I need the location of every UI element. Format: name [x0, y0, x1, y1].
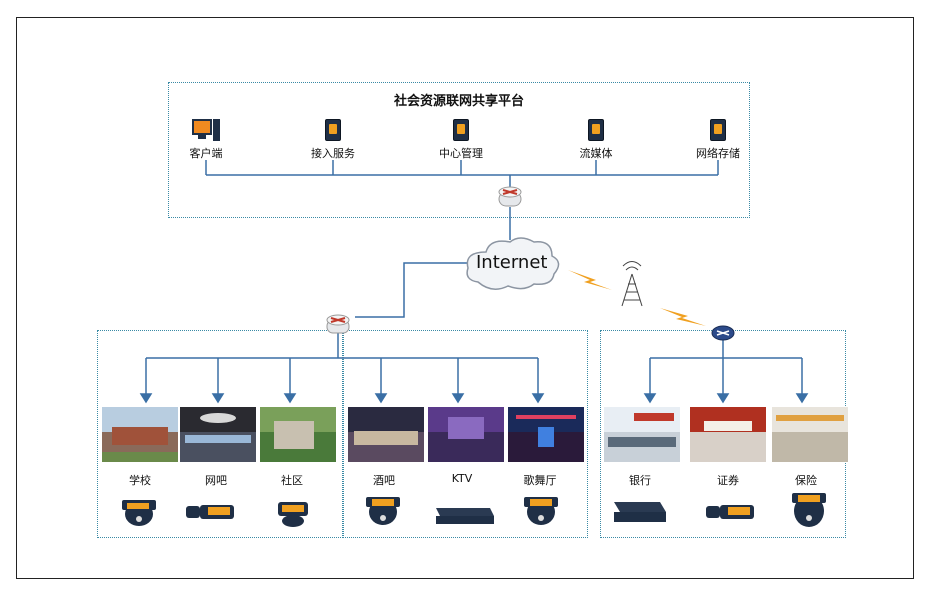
- router-icon: [498, 186, 522, 207]
- server-icon: [588, 119, 604, 141]
- dvr-icon: [614, 502, 666, 522]
- insurance-photo: [772, 407, 848, 462]
- site-label-insurance: 保险: [795, 474, 817, 487]
- node-label-central-management: 中心管理: [439, 147, 483, 160]
- platform-box: [168, 82, 750, 218]
- site-label-ktv: KTV: [451, 472, 473, 485]
- node-label-access-service: 接入服务: [311, 147, 355, 160]
- site-label-securities: 证券: [717, 474, 739, 487]
- node-label-client: 客户端: [189, 147, 223, 160]
- community-photo: [260, 407, 336, 462]
- left-group-box: [97, 330, 343, 538]
- desktop-computer-icon: [192, 119, 220, 141]
- site-label-bar: 酒吧: [373, 474, 395, 487]
- wireless-router-icon: [711, 325, 735, 341]
- analog-dome-camera-icon: [366, 497, 400, 525]
- router-icon: [326, 314, 350, 334]
- ip-bullet-camera-icon: [186, 505, 234, 519]
- bar-photo: [348, 407, 424, 462]
- internet-cloud-icon: [466, 237, 560, 290]
- middle-group-box: [343, 330, 588, 538]
- platform-title: 社会资源联网共享平台: [393, 94, 524, 109]
- bank-photo: [604, 407, 680, 462]
- node-label-network-storage: 网络存储: [696, 147, 740, 160]
- ip-dome-camera-icon: [278, 502, 308, 527]
- internet-cafe-photo: [180, 407, 256, 462]
- school-photo: [102, 407, 178, 462]
- node-label-streaming-media: 流媒体: [579, 147, 613, 160]
- internet-label: Internet: [476, 252, 548, 273]
- server-icon: [325, 119, 341, 141]
- ktv-photo: [428, 407, 504, 462]
- site-label-internet-cafe: 网吧: [205, 474, 227, 487]
- site-label-bank: 银行: [629, 474, 651, 487]
- ip-dome-camera-icon: [122, 500, 156, 526]
- securities-photo: [690, 407, 766, 462]
- site-label-community: 社区: [281, 474, 303, 487]
- analog-dome-camera-icon: [524, 497, 558, 525]
- server-icon: [453, 119, 469, 141]
- diagram-frame: [16, 17, 914, 579]
- analog-bullet-camera-icon: [706, 505, 754, 519]
- dance-hall-photo: [508, 407, 584, 462]
- site-label-dance-hall: 歌舞厅: [523, 474, 557, 487]
- analog-dome-camera-icon: [792, 493, 826, 527]
- server-icon: [710, 119, 726, 141]
- site-label-school: 学校: [129, 474, 151, 487]
- dvr-icon: [436, 508, 494, 524]
- antenna-tower-icon: [621, 261, 643, 307]
- wireless-bolt-icon: [568, 270, 706, 326]
